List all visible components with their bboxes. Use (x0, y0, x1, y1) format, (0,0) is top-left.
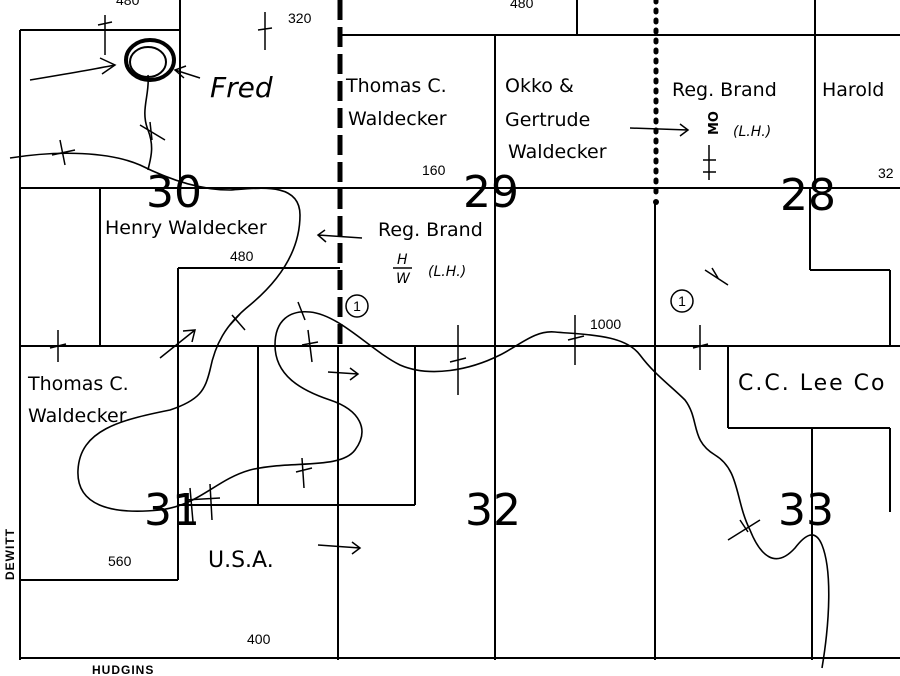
circle-marker-left: 1 (353, 298, 361, 314)
parcel-lines (19, 0, 900, 660)
acreage-320: 320 (288, 10, 312, 26)
owner-fred: Fred (210, 71, 273, 104)
acreage-32: 32 (878, 165, 894, 181)
owner-harold: Harold (822, 79, 884, 101)
acreage-480-mid: 480 (230, 248, 254, 264)
owner-okko-1: Okko & (505, 75, 574, 97)
fred-marker (29, 38, 201, 82)
acreage-480-top-left: 480 (116, 0, 140, 8)
tick-marks (49, 12, 761, 555)
brand-h: H (397, 252, 408, 268)
acreage-480-top-mid: 480 (510, 0, 534, 11)
brand-mark-lines (703, 145, 716, 180)
owner-okko-3: Waldecker (508, 141, 607, 163)
section-29: 29 (463, 167, 519, 218)
brand-w: W (396, 271, 411, 287)
owner-thomas-left-2: Waldecker (28, 405, 127, 427)
section-32: 32 (465, 485, 521, 536)
brand-mo: MO (707, 111, 722, 135)
brand-lh-top: (L.H.) (733, 124, 771, 140)
section-28: 28 (780, 170, 836, 221)
acreage-1000: 1000 (590, 316, 621, 332)
owner-thomas-left-1: Thomas C. (27, 373, 129, 395)
section-30: 30 (146, 167, 202, 218)
section-31: 31 (144, 485, 200, 536)
acreage-400: 400 (247, 631, 271, 647)
circle-marker-right: 1 (678, 293, 686, 309)
reg-brand-top: Reg. Brand (672, 79, 777, 101)
owner-usa: U.S.A. (208, 548, 274, 573)
owner-thomas-top-1: Thomas C. (345, 75, 447, 97)
brand-lh-mid: (L.H.) (428, 264, 466, 280)
owner-thomas-top-2: Waldecker (348, 108, 447, 130)
owner-cc-lee: C.C. Lee Co (738, 371, 886, 396)
acreage-160: 160 (422, 162, 446, 178)
acreage-560: 560 (108, 553, 132, 569)
owner-okko-2: Gertrude (505, 109, 590, 131)
reg-brand-mid: Reg. Brand (378, 219, 483, 241)
road-dewitt: DEWITT (3, 528, 17, 580)
section-33: 33 (778, 485, 834, 536)
creek-line (9, 152, 830, 669)
road-hudgins: HUDGINS (92, 663, 154, 676)
owner-henry: Henry Waldecker (105, 217, 267, 239)
